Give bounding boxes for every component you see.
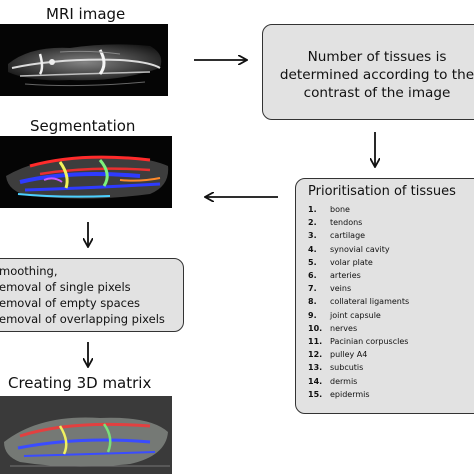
segmentation-image: [0, 136, 172, 208]
tissue-count-line-3: contrast of the image: [303, 85, 451, 101]
list-item: 15.epidermis: [308, 389, 370, 399]
creating-3d-matrix-heading: Creating 3D matrix: [8, 374, 152, 392]
list-item: 13.subcutis: [308, 363, 364, 373]
prioritisation-title: Prioritisation of tissues: [308, 184, 456, 199]
post-processing-box: moothing, emoval of single pixels emoval…: [0, 258, 184, 332]
list-item: 6.arteries: [308, 271, 361, 281]
list-item: 10.nerves: [308, 323, 358, 333]
tissue-count-line-1: Number of tissues is: [307, 49, 447, 65]
segmentation-heading: Segmentation: [30, 117, 136, 135]
tissue-count-line-2: determined according to the: [279, 67, 474, 83]
step-line-4: emoval of overlapping pixels: [0, 312, 165, 326]
tissue-count-box: Number of tissues is determined accordin…: [262, 24, 474, 120]
tissue-list: 1.bone 2.tendons 3.cartilage 4.synovial …: [308, 203, 474, 401]
list-item: 5.volar plate: [308, 257, 373, 267]
step-line-3: emoval of empty spaces: [0, 296, 141, 310]
step-line-2: emoval of single pixels: [0, 280, 131, 294]
list-item: 7.veins: [308, 284, 352, 294]
list-item: 4.synovial cavity: [308, 244, 390, 254]
list-item: 12.pulley A4: [308, 350, 368, 360]
list-item: 9.joint capsule: [308, 310, 381, 320]
list-item: 8.collateral ligaments: [308, 297, 410, 307]
3d-matrix-image: [0, 396, 172, 474]
step-line-1: moothing,: [0, 264, 58, 278]
list-item: 3.cartilage: [308, 231, 366, 241]
prioritisation-box: Prioritisation of tissues 1.bone 2.tendo…: [295, 178, 474, 414]
mri-image-heading: MRI image: [46, 5, 126, 23]
list-item: 14.dermis: [308, 376, 358, 386]
list-item: 2.tendons: [308, 218, 363, 228]
mri-image: [0, 24, 168, 96]
list-item: 1.bone: [308, 205, 350, 214]
list-item: 11.Pacinian corpuscles: [308, 337, 409, 347]
